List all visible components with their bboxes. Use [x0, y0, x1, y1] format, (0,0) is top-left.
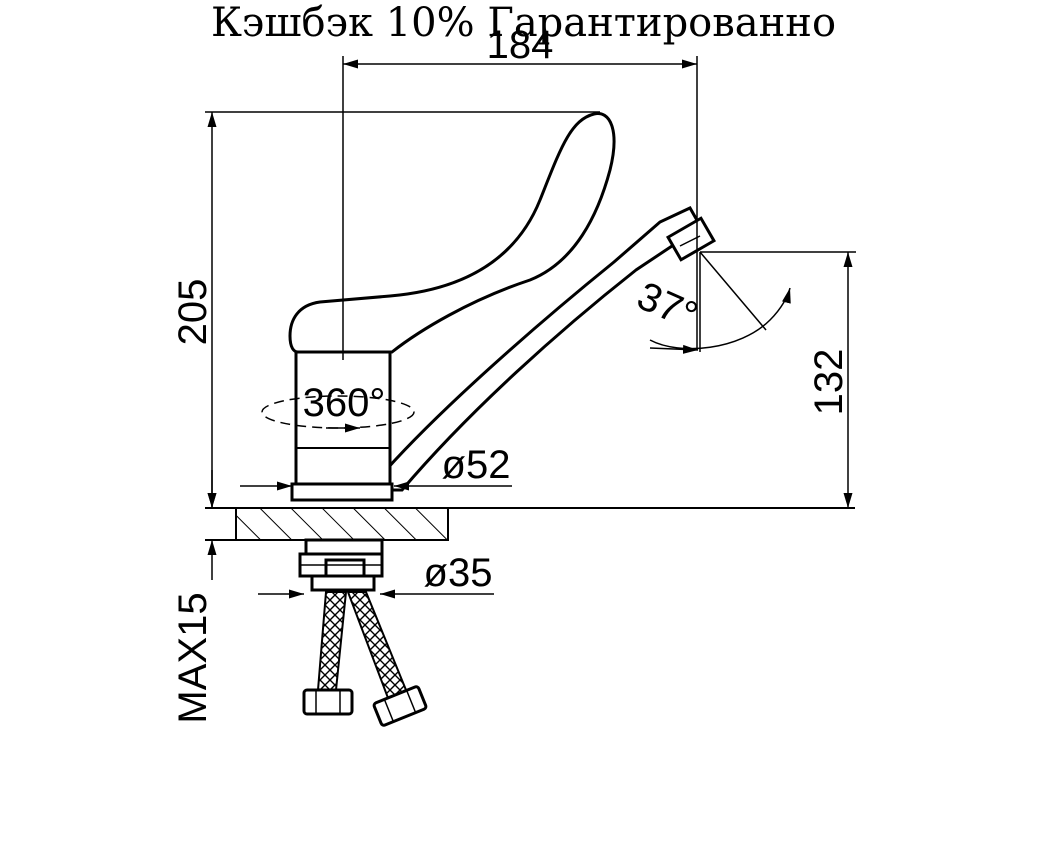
promo-banner: Кэшбэк 10% Гарантированно: [210, 0, 837, 46]
thread-diameter-label: ø35: [424, 551, 493, 595]
mounting-shank: [298, 538, 384, 592]
spout-angle-label: 37°: [631, 274, 704, 339]
rotation-indicator: 360°: [261, 381, 415, 433]
base-diameter-label: ø52: [442, 443, 511, 487]
countertop: [205, 507, 855, 541]
max-thickness-label: MAX15: [171, 592, 215, 723]
dimension-max-thickness: MAX15: [171, 470, 217, 724]
faucet-body: [290, 350, 394, 502]
dimension-spout-height-label: 132: [807, 349, 851, 416]
dimension-spout-height: 132: [700, 251, 856, 508]
dimension-base-diameter: ø52: [240, 443, 512, 491]
dimension-width-label: 184: [487, 23, 554, 67]
lever-handle: [288, 112, 616, 354]
dimension-height-label: 205: [171, 279, 215, 346]
dimension-height: 205: [171, 111, 600, 508]
hose-left: [302, 591, 354, 716]
rotation-label: 360°: [303, 381, 386, 425]
dimension-width: 184: [342, 23, 698, 360]
hose-right: [346, 591, 428, 727]
spout-angle: 37°: [631, 251, 791, 354]
dimension-thread-diameter: ø35: [258, 551, 494, 599]
